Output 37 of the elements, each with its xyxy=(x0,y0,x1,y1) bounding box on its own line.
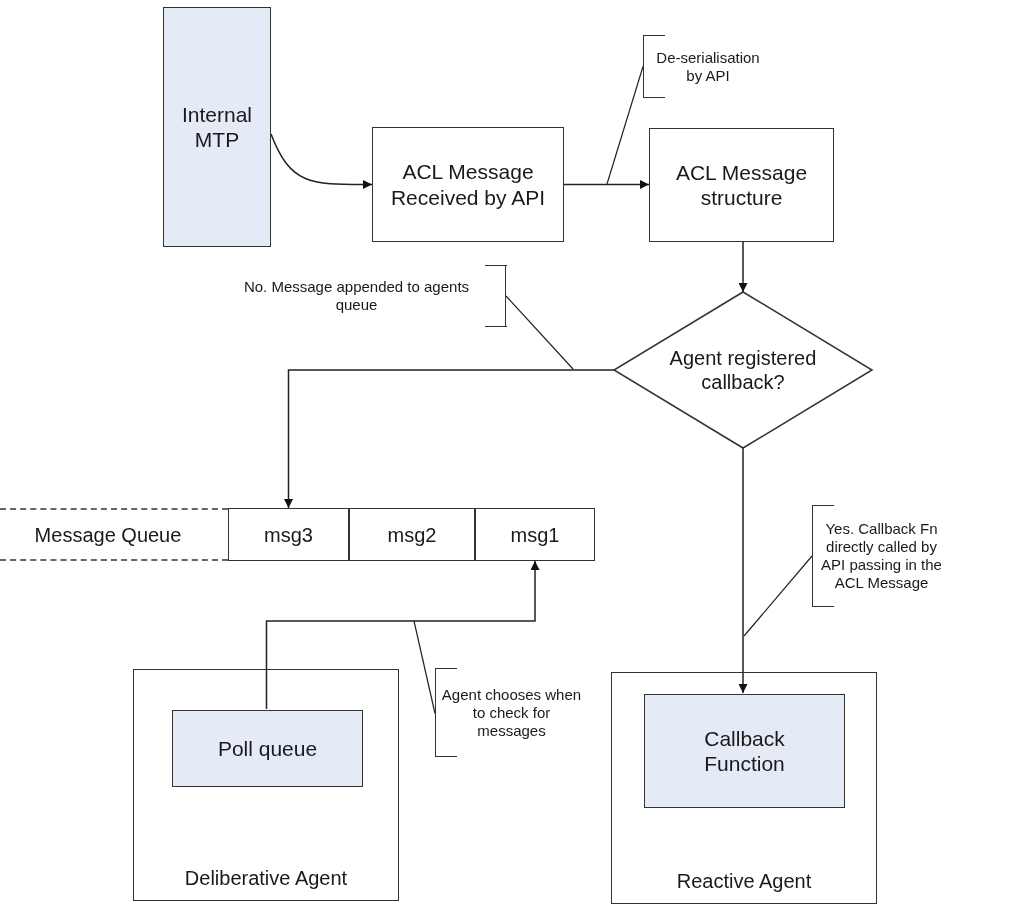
leader-line xyxy=(743,555,813,637)
callout-bracket xyxy=(435,668,583,757)
queue-slot xyxy=(349,508,475,561)
leader-line xyxy=(606,65,644,185)
box-label: Poll queue xyxy=(217,735,318,762)
process-box xyxy=(649,128,834,242)
arrow xyxy=(738,447,748,694)
slot-label: msg3 xyxy=(264,522,313,547)
process-box xyxy=(644,694,845,808)
arrow xyxy=(270,133,373,189)
callout-text: De-serialisation by API xyxy=(655,48,761,85)
arrow xyxy=(738,241,748,293)
process-box xyxy=(372,127,564,242)
container-label: Deliberative Agent xyxy=(184,866,348,890)
box-label: ACL Message Received by API xyxy=(389,159,547,210)
callout-text: Yes. Callback Fn directly called by API passing in the ACL Message xyxy=(820,520,943,592)
callout-text: Agent chooses when to check for messages xyxy=(440,685,583,740)
agent-container xyxy=(611,672,877,904)
leader-line xyxy=(505,295,574,370)
agent-container xyxy=(133,669,399,901)
container-label: Reactive Agent xyxy=(676,869,812,893)
box-label: Internal MTP xyxy=(180,101,253,153)
callout-text: No. Message appended to agents queue xyxy=(242,278,471,314)
slot-label: msg1 xyxy=(510,522,560,547)
arrow xyxy=(284,369,615,509)
box-label: ACL Message structure xyxy=(674,159,809,211)
leader-line xyxy=(413,620,436,715)
arrow xyxy=(563,180,650,189)
queue-slot xyxy=(475,508,595,561)
slot-label: msg2 xyxy=(387,522,437,547)
box-label: Callback Function xyxy=(703,725,786,777)
decision-label: Agent registered callback? xyxy=(668,346,818,394)
queue-slot xyxy=(228,508,349,561)
arrow xyxy=(265,560,540,710)
queue-label: Message Queue xyxy=(34,522,182,547)
process-box xyxy=(163,7,271,247)
process-box xyxy=(172,710,363,787)
